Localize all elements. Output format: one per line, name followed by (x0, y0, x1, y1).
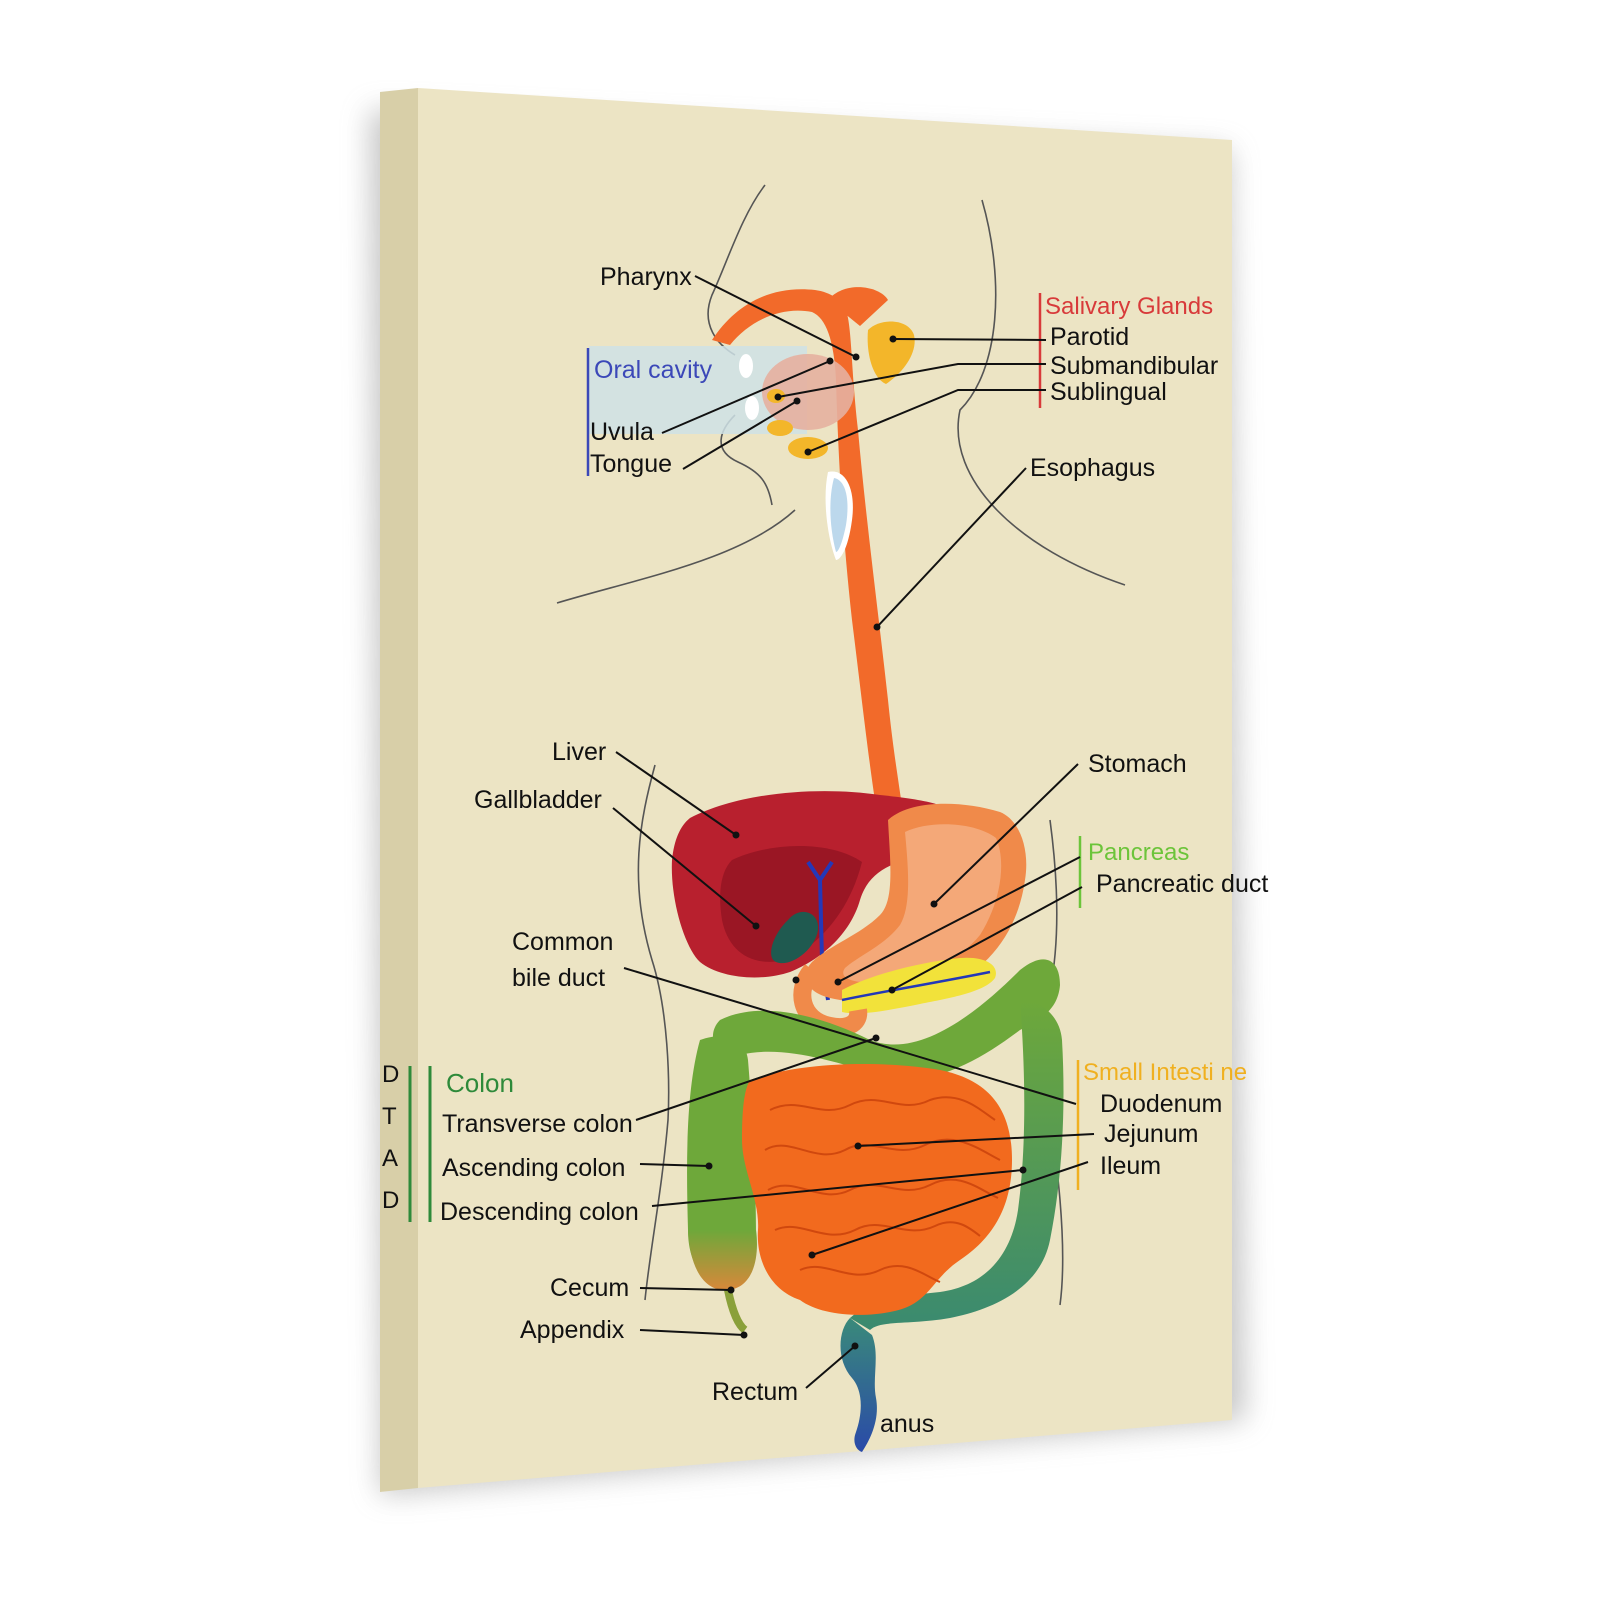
cecum-shape (688, 1230, 757, 1291)
small-intestine-shape (742, 1064, 1012, 1315)
submandibular-gland-shape (788, 437, 828, 459)
label-stomach: Stomach (1088, 750, 1187, 778)
esophagus-shape (712, 289, 905, 830)
label-appendix: Appendix (520, 1316, 625, 1344)
canvas-side (380, 88, 418, 1492)
liver-shade (720, 846, 862, 962)
stomach-inner (843, 824, 1002, 983)
label-ascending-colon: Ascending colon (442, 1154, 625, 1182)
edge-letter-1: D (382, 1061, 399, 1088)
group-brackets (408, 293, 1082, 1222)
appendix-shape (724, 1289, 748, 1334)
label-common-bile-duct-line2: bile duct (512, 964, 605, 992)
leader-lines (612, 275, 1095, 1389)
label-liver: Liver (552, 738, 606, 766)
label-transverse-colon: Transverse colon (442, 1110, 633, 1138)
label-jejunum: Jejunum (1104, 1120, 1199, 1148)
sublingual-gland-shape (767, 420, 793, 436)
label-descending-colon: Descending colon (440, 1198, 639, 1226)
label-esophagus: Esophagus (1030, 454, 1155, 482)
labels: Pharynx Salivary Glands Parotid Submandi… (440, 263, 1268, 1438)
label-duodenum: Duodenum (1100, 1090, 1222, 1118)
transverse-colon-shape (712, 959, 1060, 1079)
label-tongue: Tongue (590, 450, 672, 478)
label-rectum: Rectum (712, 1378, 798, 1406)
label-sublingual: Sublingual (1050, 378, 1167, 406)
gallbladder-shape (771, 911, 819, 964)
label-gallbladder: Gallbladder (474, 786, 602, 814)
descending-colon-shape (850, 1000, 1064, 1330)
label-parotid: Parotid (1050, 323, 1129, 351)
edge-letter-4: D (382, 1187, 399, 1214)
teeth-upper-shape (739, 354, 753, 378)
label-submandibular: Submandibular (1050, 352, 1218, 380)
label-oral-cavity: Oral cavity (594, 356, 713, 384)
label-anus: anus (880, 1410, 934, 1438)
label-ileum: Ileum (1100, 1152, 1161, 1180)
teeth-lower-shape (745, 396, 759, 420)
label-salivary-glands: Salivary Glands (1045, 293, 1213, 320)
label-cecum: Cecum (550, 1274, 629, 1302)
label-pancreatic-duct: Pancreatic duct (1096, 870, 1268, 898)
edge-letter-3: A (382, 1145, 398, 1172)
trachea-tint (830, 478, 848, 552)
pancreatic-duct-shape (841, 970, 991, 1002)
small-intestine-folds (764, 1096, 1001, 1283)
edge-letters: D T A D (382, 1061, 399, 1214)
edge-letter-2: T (382, 1103, 397, 1130)
label-pharynx: Pharynx (600, 263, 692, 291)
label-small-intestine: Small Intesti ne (1083, 1059, 1247, 1086)
label-common-bile-duct-line1: Common (512, 928, 613, 956)
label-pancreas: Pancreas (1088, 839, 1189, 866)
label-uvula: Uvula (590, 418, 654, 446)
nasopharynx-shape (828, 287, 888, 326)
parotid-gland-shape (867, 321, 915, 384)
label-colon: Colon (446, 1068, 514, 1098)
